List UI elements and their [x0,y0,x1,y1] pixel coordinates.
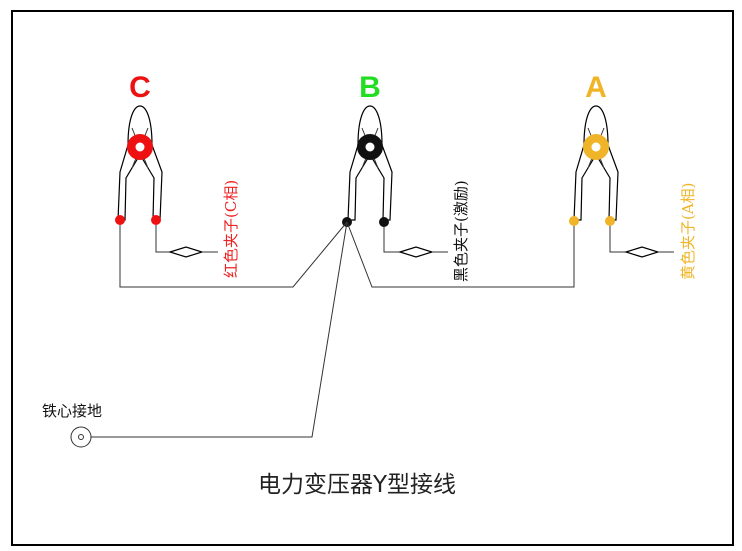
clamp-a-connector [623,246,661,258]
wire-b-to-a [346,221,575,288]
diagram-title: 电力变压器Y型接线 [258,472,456,498]
clamp-c-label: 红色夹子(C相) [222,180,240,278]
clamp-c-tip-left [115,215,125,225]
clamp-c-tip-right [151,215,161,225]
clamp-a-pivot-hole [591,142,601,152]
clamp-c-pivot-hole [135,142,145,152]
diagram-frame [11,10,734,546]
clamp-a-label: 黄色夹子(A相) [679,182,697,280]
clamp-c-body [117,105,163,221]
clamp-b-label: 黑色夹子(激励) [452,180,470,282]
clamp-c-lead [155,225,170,253]
clamp-a-tip-left [569,216,579,226]
clamp-a-body [573,105,619,221]
clamp-b: B [342,71,448,258]
clamp-a: A [569,71,674,258]
clamp-b-pivot-hole [365,142,375,152]
clamp-b-connector [397,246,435,258]
phase-letter-a: A [585,71,607,104]
clamp-a-lead [609,226,626,253]
ground-label: 铁心接地 [42,402,102,420]
phase-letter-b: B [359,71,381,104]
ground-terminal [70,426,92,448]
phase-letter-c: C [129,71,151,104]
clamp-b-tip-right [379,217,389,227]
ground-terminal-center [78,434,84,440]
wire-b-to-ground [90,221,348,438]
clamp-c: C [115,71,218,258]
clamp-b-lead [383,227,400,253]
clamp-a-tip-right [605,216,615,226]
clamp-b-body [347,105,393,221]
wire-c-to-b [119,221,348,288]
clamp-c-connector [167,246,205,258]
